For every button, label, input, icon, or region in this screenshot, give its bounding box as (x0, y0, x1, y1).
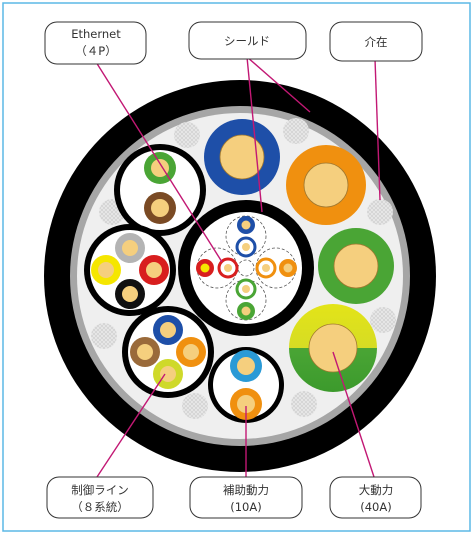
filler-pad (283, 118, 309, 144)
conductor (333, 243, 379, 289)
leader-control (94, 373, 166, 481)
aux-inner (213, 352, 279, 418)
leader-ethernet (95, 61, 223, 263)
conductor (146, 262, 162, 278)
filler-pad (291, 391, 317, 417)
callout-filler-line1: 介在 (365, 35, 388, 49)
pair-separator (237, 259, 255, 277)
leader-shield-b (246, 56, 311, 113)
control-group-left (84, 224, 176, 316)
conductor (160, 366, 176, 382)
callout-shield-line1: シールド (224, 34, 270, 48)
callout-shield: シールド (188, 21, 307, 60)
conductor (242, 285, 250, 293)
conductor (283, 263, 293, 273)
conductor (241, 306, 251, 316)
filler-pad (367, 199, 393, 225)
callout-aux-line2: (10A) (230, 500, 261, 514)
callout-main-line1: 大動力 (359, 483, 394, 497)
conductor (237, 357, 255, 375)
filler-pad (174, 122, 200, 148)
conductor (98, 262, 114, 278)
callout-aux-line1: 補助動力 (223, 483, 269, 497)
callout-filler: 介在 (329, 21, 423, 62)
callout-box (46, 476, 154, 519)
conductor (303, 162, 349, 208)
callout-box (189, 476, 303, 519)
callout-main-line2: (40A) (360, 500, 391, 514)
conductor (151, 199, 169, 217)
filler-pad (182, 393, 208, 419)
conductor (122, 286, 138, 302)
filler-pad (91, 323, 117, 349)
ethernet-inner (190, 212, 302, 324)
leader-shield-a (246, 56, 263, 213)
callout-box (44, 21, 147, 65)
callout-ethernet-line2: （４P） (75, 44, 116, 58)
conductor (237, 395, 255, 413)
conductor (151, 159, 169, 177)
conductor (200, 263, 210, 273)
conductor (183, 344, 199, 360)
conductor (242, 243, 250, 251)
cable (44, 80, 436, 472)
control-group-top (114, 144, 206, 236)
callout-box (188, 21, 307, 60)
leader-lines (94, 56, 381, 481)
control-inner (120, 150, 200, 230)
conductor (262, 264, 270, 272)
callout-box (329, 476, 422, 519)
aux-power-unit (208, 347, 284, 423)
control-inner (128, 312, 208, 392)
conductor (122, 240, 138, 256)
leader-filler (374, 58, 381, 201)
callout-control-line2: （８系統） (71, 500, 129, 514)
callout-box (329, 21, 423, 62)
callout-control-line1: 制御ライン (71, 483, 129, 497)
filler-pad (370, 307, 396, 333)
conductor (308, 323, 358, 373)
callout-aux-power: 補助動力 (10A) (189, 476, 303, 519)
ethernet-unit (178, 200, 314, 336)
callout-control: 制御ライン （８系統） (46, 476, 154, 519)
conductor (224, 264, 232, 272)
conductor (137, 344, 153, 360)
leader-main (332, 351, 376, 481)
conductor (241, 220, 251, 230)
callout-main-power: 大動力 (40A) (329, 476, 422, 519)
callout-ethernet-line1: Ethernet (71, 27, 121, 41)
control-group-bottom (122, 306, 214, 398)
control-inner (90, 230, 170, 310)
conductor (219, 134, 265, 180)
conductor (160, 322, 176, 338)
main-power-cores (204, 119, 394, 392)
callout-ethernet: Ethernet （４P） (44, 21, 147, 65)
